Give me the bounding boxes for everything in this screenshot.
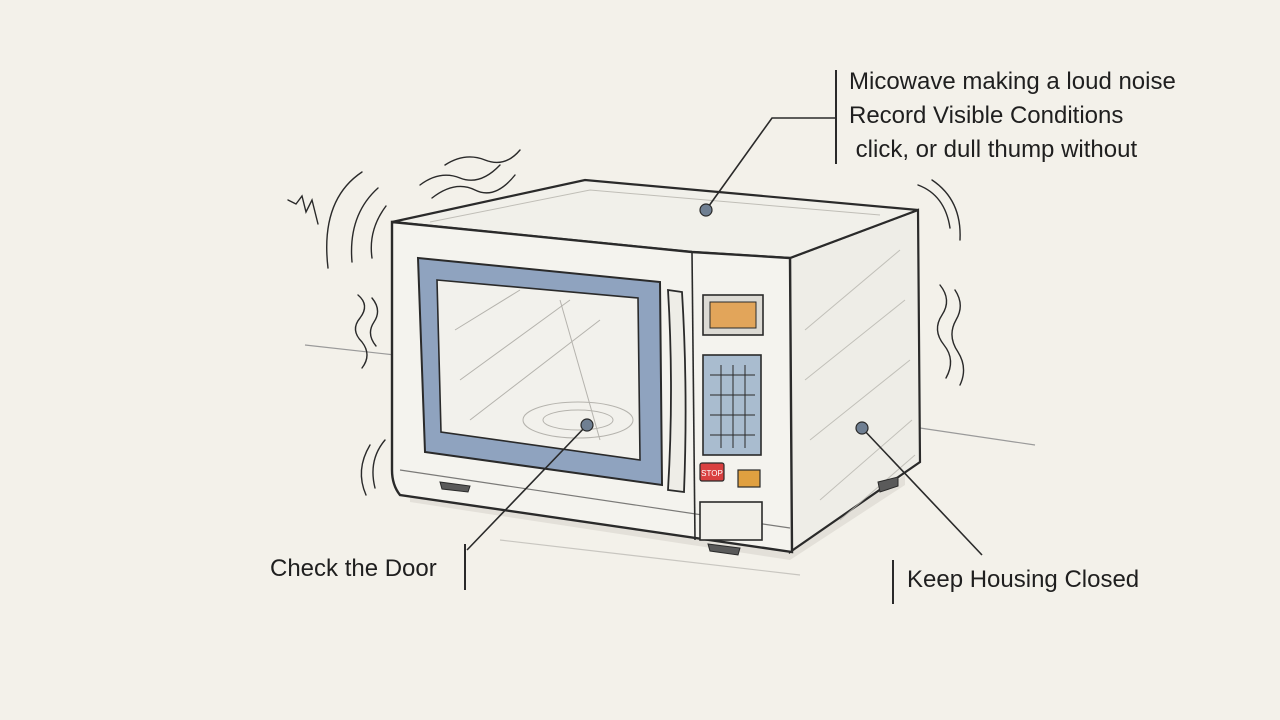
- keypad-grid: [710, 365, 755, 448]
- keypad: [702, 354, 762, 456]
- stop-button-label: STOP: [701, 469, 723, 478]
- door-window: [436, 279, 641, 461]
- microwave-side: [788, 208, 922, 555]
- callout-top-text: Micowave making a loud noise Record Visi…: [849, 65, 1176, 167]
- side-hatching: [804, 249, 916, 521]
- leader-door: [466, 424, 588, 551]
- display-screen: [709, 301, 757, 329]
- caption-tick-housing: [892, 560, 894, 604]
- callout-door-label: Check the Door: [270, 555, 437, 582]
- caption-tick-top: [835, 70, 837, 164]
- callout-housing-label: Keep Housing Closed: [907, 566, 1140, 593]
- door-handle: [667, 288, 687, 494]
- dot-housing: [855, 421, 869, 435]
- vibration-marks: [287, 149, 965, 496]
- caption-tick-door: [464, 544, 466, 590]
- floor-lines: [304, 344, 1036, 576]
- dot-top: [699, 203, 713, 217]
- leader-housing: [861, 427, 983, 556]
- callout-leaders: [466, 117, 983, 556]
- callout-dots: [580, 203, 869, 435]
- glass-reflections: [454, 289, 634, 441]
- dot-door: [580, 418, 594, 432]
- callout-top-line-1: Micowave making a loud noise: [849, 68, 1176, 95]
- start-button: [737, 469, 761, 488]
- callout-top-line-2: Record Visible Conditions: [849, 102, 1124, 129]
- stop-button: [699, 462, 725, 482]
- leader-top: [705, 117, 836, 211]
- bottom-panel: [699, 501, 763, 541]
- callout-top-line-3: click, or dull thump without: [849, 136, 1138, 163]
- feet: [439, 476, 899, 556]
